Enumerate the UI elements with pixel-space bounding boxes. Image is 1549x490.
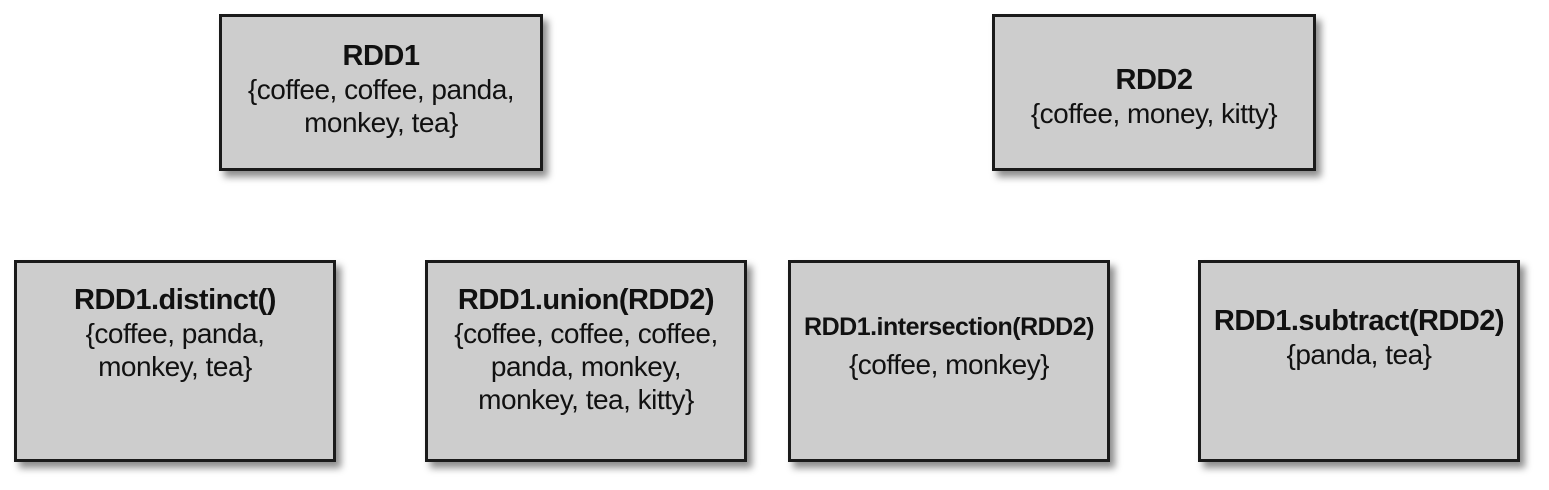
rdd1-title: RDD1: [342, 40, 420, 72]
intersection-box: RDD1.intersection(RDD2) {coffee, monkey}: [788, 260, 1110, 462]
subtract-contents: {panda, tea}: [1286, 339, 1432, 370]
rdd2-title: RDD2: [1115, 64, 1193, 96]
intersection-title: RDD1.intersection(RDD2): [804, 313, 1094, 341]
rdd2-contents: {coffee, money, kitty}: [1030, 98, 1278, 129]
union-box: RDD1.union(RDD2) {coffee, coffee, coffee…: [425, 260, 747, 462]
rdd1-contents: {coffee, coffee, panda, monkey, tea}: [247, 74, 515, 138]
rdd2-box: RDD2 {coffee, money, kitty}: [992, 14, 1316, 171]
union-title: RDD1.union(RDD2): [457, 284, 715, 316]
subtract-box: RDD1.subtract(RDD2) {panda, tea}: [1198, 260, 1520, 462]
rdd1-box: RDD1 {coffee, coffee, panda, monkey, tea…: [219, 14, 543, 171]
union-contents: {coffee, coffee, coffee, panda, monkey, …: [454, 318, 718, 415]
distinct-title: RDD1.distinct(): [74, 284, 276, 316]
distinct-box: RDD1.distinct() {coffee, panda, monkey, …: [14, 260, 336, 462]
subtract-title: RDD1.subtract(RDD2): [1213, 305, 1505, 337]
intersection-contents: {coffee, monkey}: [848, 349, 1050, 380]
distinct-contents: {coffee, panda, monkey, tea}: [85, 318, 265, 382]
